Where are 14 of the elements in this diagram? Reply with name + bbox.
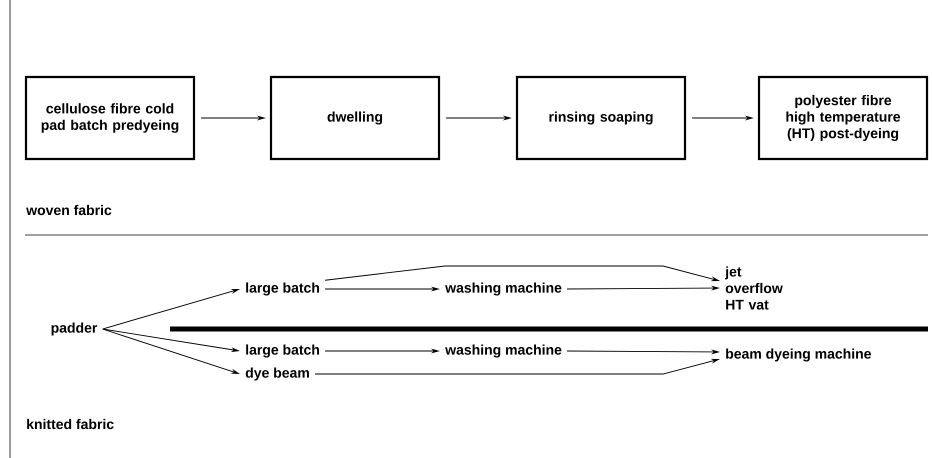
section-label: woven fabric xyxy=(26,204,112,216)
process-label: large batch xyxy=(246,282,319,296)
process-box: cellulose fibre cold pad batch predyeing xyxy=(24,76,196,160)
process-label: dye beam xyxy=(246,367,309,381)
section-label: knitted fabric xyxy=(27,418,114,430)
process-box: rinsing soaping xyxy=(516,76,686,160)
process-label: large batch xyxy=(246,344,319,358)
process-label: padder xyxy=(52,322,98,336)
process-box: polyester fibre high temperature (HT) post-dyeing xyxy=(758,76,928,160)
process-label: beam dyeing machine xyxy=(726,348,871,362)
process-label: washing machine xyxy=(445,282,562,296)
process-box: dwelling xyxy=(270,76,440,160)
process-label: jet overflow HT vat xyxy=(725,266,783,310)
process-label: washing machine xyxy=(445,344,562,358)
